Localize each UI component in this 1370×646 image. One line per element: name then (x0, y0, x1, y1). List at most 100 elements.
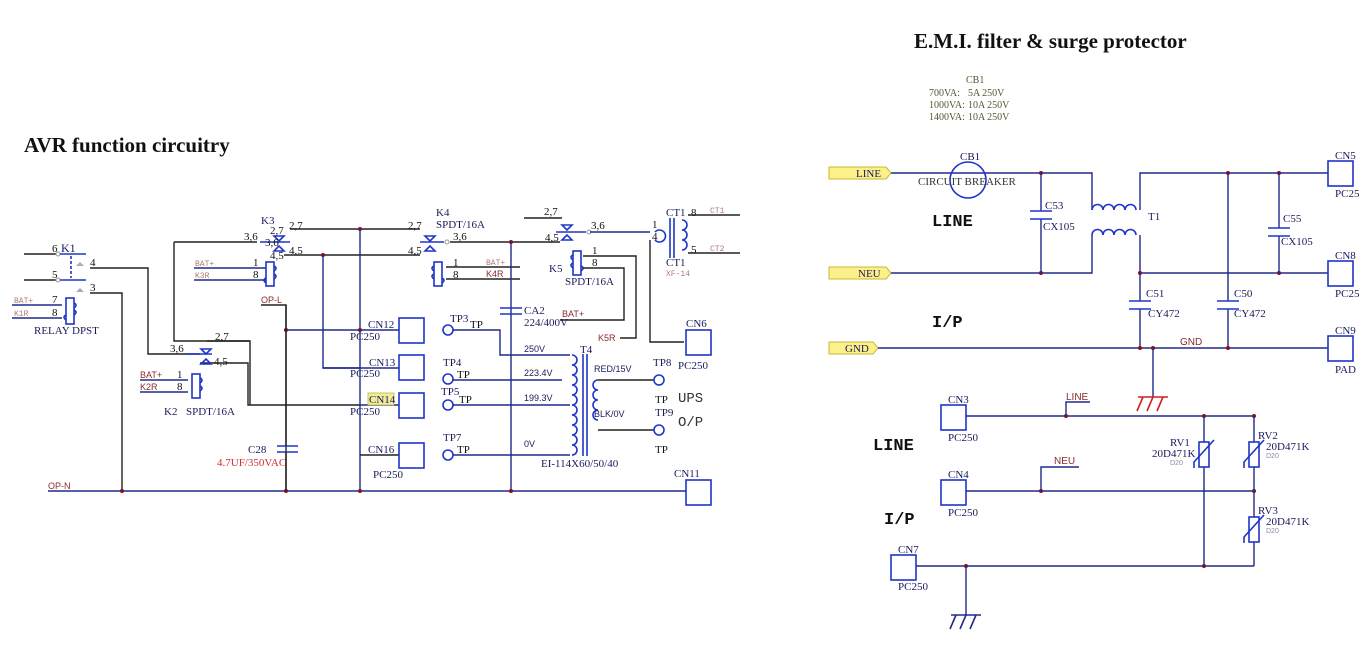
net-bat-plus: BAT+ (562, 309, 584, 319)
k2-pin45: 4,5 (214, 356, 228, 368)
rv2-value: 20D471K (1266, 441, 1309, 453)
cn9-part: PAD (1335, 364, 1356, 376)
ct1-pin8: 8 (691, 207, 697, 219)
rv3-ref: RV3 (1258, 505, 1278, 517)
k5-pin45: 4,5 (545, 232, 559, 244)
k5-ref: K5 (549, 263, 563, 275)
t4-tap-0v: 0V (524, 439, 535, 449)
capacitor-c50: C50 CY472 (1217, 173, 1266, 348)
k1-pin5: 5 (52, 269, 58, 281)
testpoint-tp5: TP5 TP (441, 386, 570, 411)
port-neu: NEU (828, 266, 892, 280)
rv1-pkg: D20 (1170, 460, 1183, 467)
cn9-ref: CN9 (1335, 325, 1356, 337)
avr-circuit: 6 K1 5 4 3 BAT+ K1R 7 8 RELAY DPST 3,6 (12, 206, 740, 506)
cb-row-1400va-rating: 10A 250V (968, 112, 1010, 123)
capacitor-c51: C51 CY472 (1129, 273, 1180, 348)
k4-type: SPDT/16A (436, 219, 485, 231)
connector-cn8: CN8 PC25 (1327, 250, 1360, 300)
c53-value: CX105 (1043, 221, 1075, 233)
emi-ip-label-top: I/P (932, 314, 963, 333)
c55-ref: C55 (1283, 213, 1302, 225)
connector-cn4: CN4 PC250 (940, 469, 978, 519)
k2-pin36: 3,6 (170, 343, 184, 355)
net-gnd: GND (1180, 337, 1202, 348)
cn11-ref: CN11 (674, 468, 700, 480)
transformer-t4: 250V 223.4V 199.3V 0V T4 RED/15V BLK/0V … (524, 344, 654, 470)
k3-pin27b: 2,7 (289, 220, 303, 232)
relay-k3: K3 2,7 2,7 3,6 3,6 4,5 4,5 BAT+ K3R 1 8 (174, 215, 303, 287)
cn4-ref: CN4 (948, 469, 969, 481)
ct1-pin1: 1 (652, 219, 658, 231)
k4-pin27: 2,7 (408, 220, 422, 232)
rv3-pkg: D20 (1266, 528, 1279, 535)
rv1-value: 20D471K (1152, 448, 1195, 460)
port-line-label: LINE (856, 168, 881, 180)
tp4-ref: TP4 (443, 357, 462, 369)
k5-type: SPDT/16A (565, 276, 614, 288)
k4-pin1: 1 (453, 257, 459, 269)
rv3-value: 20D471K (1266, 516, 1309, 528)
ca2-value: 224/400V (524, 317, 568, 329)
emi-title: E.M.I. filter & surge protector (914, 29, 1187, 53)
op-label: O/P (678, 415, 703, 431)
cn16-part: PC250 (373, 469, 403, 481)
testpoint-tp7: TP7 TP (442, 432, 570, 461)
avr-title: AVR function circuitry (24, 133, 230, 157)
capacitor-c53: C53 CX105 (1030, 171, 1075, 275)
k2-pin1: 1 (177, 369, 183, 381)
relay-k4: K4 SPDT/16A 2,7 3,6 4,5 1 8 BAT+ K4R (408, 207, 520, 287)
k3-net-bat: BAT+ (195, 260, 214, 269)
k3-ref: K3 (261, 215, 275, 227)
cb-table-header: CB1 (966, 75, 984, 86)
connector-cn13: CN13 PC250 (323, 354, 425, 381)
cb-row-700va: 700VA: (929, 88, 960, 99)
ct1-net-ct2: CT2 (710, 245, 725, 254)
k3-pin36a: 3,6 (244, 231, 258, 243)
ground-symbol-blue (949, 614, 981, 630)
k5-pin36: 3,6 (591, 220, 605, 232)
t4-red15v: RED/15V (594, 364, 632, 374)
testpoint-tp3: TP3 TP (442, 313, 570, 356)
c50-ref: C50 (1234, 288, 1253, 300)
k4-pin45: 4,5 (408, 245, 422, 257)
c53-ref: C53 (1045, 200, 1064, 212)
cn16-ref: CN16 (368, 444, 395, 456)
ca2-ref: CA2 (524, 305, 545, 317)
net-neu-label: NEU (1054, 456, 1075, 467)
relay-k5: 2,7 3,6 4,5 1 8 K5 SPDT/16A (524, 206, 614, 288)
cn6-part: PC250 (678, 360, 708, 372)
rv1-ref: RV1 (1170, 437, 1190, 449)
ct1-net-ct1: CT1 (710, 207, 725, 216)
tp8-label: TP (655, 394, 668, 406)
cn13-part: PC250 (350, 368, 380, 380)
c51-ref: C51 (1146, 288, 1164, 300)
cn6-ref: CN6 (686, 318, 707, 330)
net-k5r: K5R (598, 333, 616, 343)
k3-pin45a: 4,5 (289, 245, 303, 257)
varistor-rv3: RV3 20D471K D20 (1243, 491, 1309, 566)
c55-value: CX105 (1281, 236, 1313, 248)
c28-value: 4.7UF/350VAC (217, 457, 286, 469)
cn13-ref: CN13 (369, 357, 396, 369)
k2-pin8: 8 (177, 381, 183, 393)
cb-row-1000va-rating: 10A 250V (968, 100, 1010, 111)
cn7-part: PC250 (898, 581, 928, 593)
connector-cn3: CN3 PC250 (940, 394, 978, 444)
tp5-ref: TP5 (441, 386, 460, 398)
ct1-pin4: 4 (652, 231, 658, 243)
k1-net-k1r: K1R (14, 310, 29, 319)
k3-pin8: 8 (253, 269, 259, 281)
k2-ref: K2 (164, 406, 177, 418)
cn4-part: PC250 (948, 507, 978, 519)
k4-pin36: 3,6 (453, 231, 467, 243)
t4-tap-223v: 223.4V (524, 368, 553, 378)
c51-value: CY472 (1148, 308, 1180, 320)
rv2-ref: RV2 (1258, 430, 1278, 442)
testpoint-tp9: TP9 TP (653, 407, 674, 456)
ups-label: UPS (678, 391, 703, 407)
connector-cn5: CN5 PC25 (1327, 150, 1360, 200)
k1-net-bat: BAT+ (14, 297, 33, 306)
k4-ref: K4 (436, 207, 450, 219)
cn5-ref: CN5 (1335, 150, 1356, 162)
